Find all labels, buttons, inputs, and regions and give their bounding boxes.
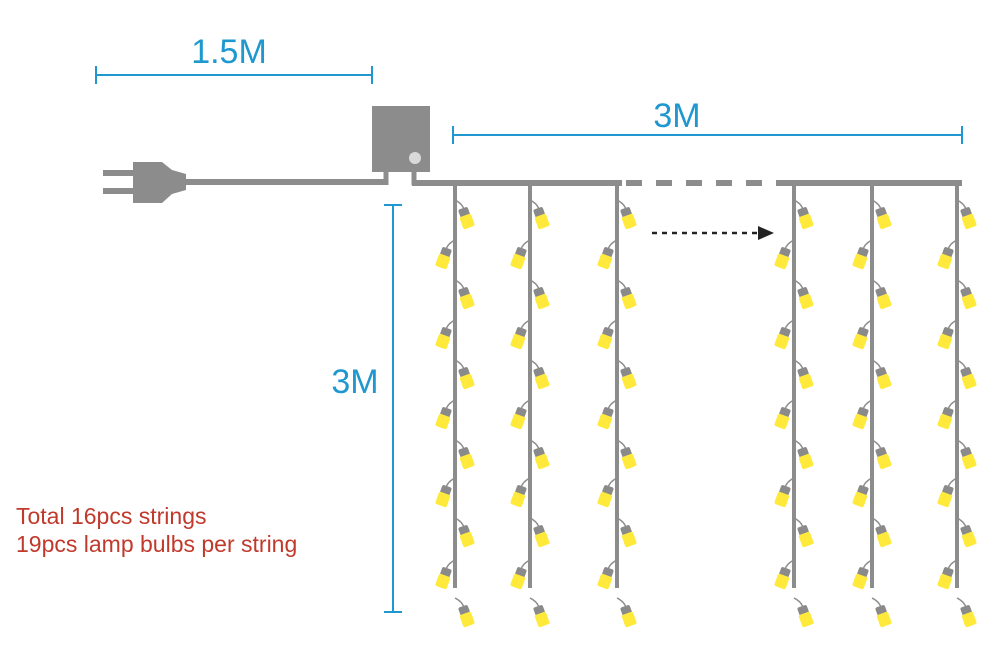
bulb-icon xyxy=(871,359,893,391)
bulb-icon xyxy=(936,319,958,351)
bulb-icon xyxy=(616,517,638,549)
bulb-icon xyxy=(936,559,958,591)
bulb-icon xyxy=(529,597,551,629)
lead-length-dimension: 1.5M xyxy=(95,33,373,84)
bulb-icon xyxy=(616,359,638,391)
bulb-icon xyxy=(529,517,551,549)
bulb-icon xyxy=(956,359,978,391)
bulb-icon xyxy=(454,199,476,231)
bulb-icon xyxy=(956,199,978,231)
bulb-icon xyxy=(454,597,476,629)
bulb-icon xyxy=(793,517,815,549)
bulb-icon xyxy=(596,399,618,431)
bulb-icon xyxy=(793,439,815,471)
bulb-icon xyxy=(871,279,893,311)
bulb-icon xyxy=(773,319,795,351)
bulb-icon xyxy=(851,477,873,509)
height-label: 3M xyxy=(331,363,378,401)
bulb-icon xyxy=(851,399,873,431)
bulb-icon xyxy=(434,477,456,509)
bulb-icon xyxy=(529,439,551,471)
bulb-icon xyxy=(434,559,456,591)
bulb-icon xyxy=(596,477,618,509)
bulb-icon xyxy=(596,559,618,591)
bulb-icon xyxy=(871,439,893,471)
bulb-icon xyxy=(956,439,978,471)
bulb-icon xyxy=(529,359,551,391)
controller-box-icon xyxy=(372,106,430,185)
bulb-icon xyxy=(529,199,551,231)
bulb-icon xyxy=(773,239,795,271)
bulb-icon xyxy=(773,559,795,591)
bulb-icon xyxy=(936,477,958,509)
bulb-icon xyxy=(509,477,531,509)
bulb-icon xyxy=(509,559,531,591)
bulb-icon xyxy=(616,597,638,629)
bulbs-note: 19pcs lamp bulbs per string xyxy=(16,531,298,557)
bulb-icon xyxy=(851,239,873,271)
bulb-icon xyxy=(936,399,958,431)
bulb-icon xyxy=(434,239,456,271)
bulb-icon xyxy=(434,399,456,431)
bulb-icon xyxy=(851,559,873,591)
lead-length-label: 1.5M xyxy=(191,33,267,71)
bulb-icon xyxy=(871,597,893,629)
bulb-icon xyxy=(793,597,815,629)
bulb-icon xyxy=(454,439,476,471)
bulb-icon xyxy=(773,477,795,509)
width-label: 3M xyxy=(653,97,700,135)
strings-note: Total 16pcs strings xyxy=(16,503,207,529)
bulb-icon xyxy=(871,199,893,231)
bulb-icon xyxy=(596,319,618,351)
bulb-icon xyxy=(956,279,978,311)
bulb-icon xyxy=(454,517,476,549)
bulb-icon xyxy=(616,199,638,231)
bulb-icon xyxy=(596,239,618,271)
light-strings xyxy=(434,183,978,629)
bulb-icon xyxy=(793,199,815,231)
bulb-icon xyxy=(616,439,638,471)
dotted-arrow-icon xyxy=(652,226,774,240)
bulb-icon xyxy=(773,399,795,431)
bulb-icon xyxy=(454,279,476,311)
bulb-icon xyxy=(509,399,531,431)
bulb-icon xyxy=(529,279,551,311)
bulb-icon xyxy=(454,359,476,391)
width-dimension: 3M xyxy=(452,97,963,144)
bulb-icon xyxy=(936,239,958,271)
bulb-icon xyxy=(956,517,978,549)
height-dimension: 3M xyxy=(331,204,402,613)
bulb-icon xyxy=(616,279,638,311)
plug-icon xyxy=(103,162,186,203)
bulb-icon xyxy=(434,319,456,351)
bulb-icon xyxy=(871,517,893,549)
bulb-icon xyxy=(793,279,815,311)
bulb-icon xyxy=(851,319,873,351)
bulb-icon xyxy=(956,597,978,629)
bulb-icon xyxy=(793,359,815,391)
bulb-icon xyxy=(509,239,531,271)
bulb-icon xyxy=(509,319,531,351)
